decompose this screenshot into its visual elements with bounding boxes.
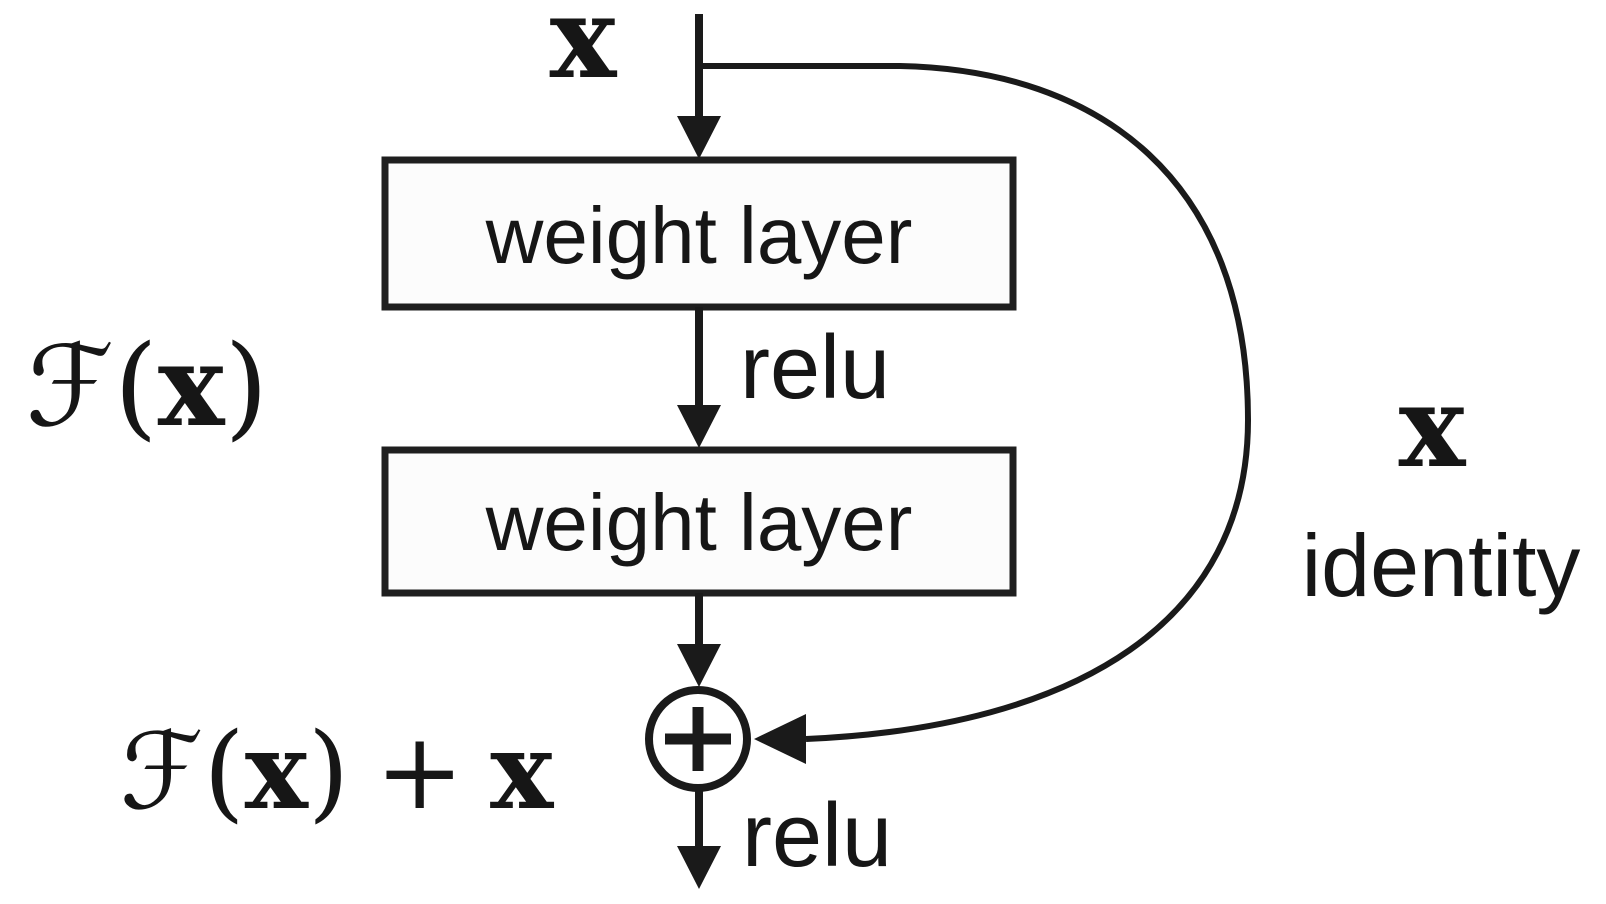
mid-arrowhead-icon: [677, 405, 721, 448]
skip-arrowhead-icon: [754, 714, 806, 764]
adder-in-arrowhead-icon: [677, 644, 721, 687]
residual-label-suffix: ): [225, 322, 269, 452]
sum-label-x2: x: [490, 708, 554, 833]
output-arrow: [677, 788, 721, 889]
residual-function-label: ℱ(x): [26, 321, 268, 452]
residual-label-prefix: ℱ(: [26, 322, 158, 452]
sum-label-plus: +: [375, 710, 464, 833]
weight-layer-1-box: [381, 156, 1017, 311]
relu-mid-label: relu: [740, 318, 890, 418]
weight-layer-1: weight layer: [381, 156, 1017, 311]
sum-label-suffix: ): [308, 710, 349, 833]
input-arrowhead-icon: [677, 116, 721, 159]
input-x-label: x: [550, 0, 618, 104]
input-arrow: [677, 14, 721, 159]
weight-layer-2-label: weight layer: [485, 478, 913, 567]
sum-label-x: x: [245, 708, 309, 833]
skip-connection: [699, 63, 1252, 764]
skip-identity-label: identity: [1302, 516, 1581, 615]
sum-label: ℱ(x)+x: [120, 708, 554, 833]
skip-x-label: x: [1399, 362, 1467, 493]
adder-node: [645, 686, 751, 792]
weight-layer-2: weight layer: [381, 446, 1017, 597]
sum-label-prefix: ℱ(: [120, 710, 245, 833]
skip-connection-curve: [699, 63, 1252, 742]
output-arrowhead-icon: [677, 846, 721, 889]
mid-arrow: [677, 307, 721, 448]
residual-label-x: x: [158, 321, 226, 452]
weight-layer-1-label: weight layer: [485, 191, 913, 280]
adder-in-arrow: [677, 593, 721, 687]
relu-out-label: relu: [742, 786, 892, 886]
